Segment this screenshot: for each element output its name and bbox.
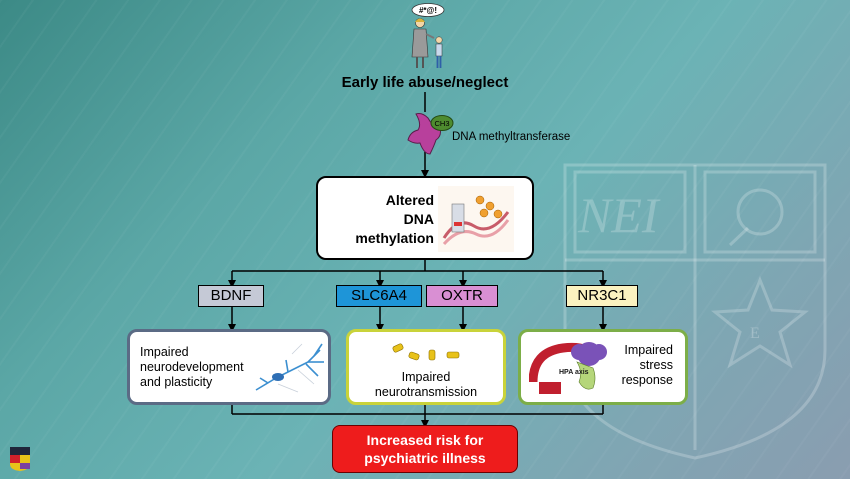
gene-slc6a4: SLC6A4	[336, 285, 422, 307]
neurodevelopment-text: Impaired neurodevelopment and plasticity	[140, 345, 244, 389]
gene-nr3c1: NR3C1	[566, 285, 638, 307]
nei-watermark: NEI E	[563, 163, 827, 460]
outcome-stress-response: HPA axis Impaired stress response	[518, 329, 688, 405]
crest-logo	[10, 447, 30, 471]
hpa-axis-label: HPA axis	[559, 369, 589, 376]
speech-bubble	[411, 3, 445, 17]
gene-bdnf: BDNF	[198, 285, 264, 307]
page-title: Early life abuse/neglect	[341, 74, 509, 91]
methyl-group-label: CH3	[434, 119, 449, 128]
speech-text: #*@!	[419, 6, 437, 15]
outcome-neurodevelopment: Impaired neurodevelopment and plasticity	[127, 329, 331, 405]
dna-methylation-icon	[438, 186, 514, 252]
watermark-text: NEI	[577, 187, 661, 243]
adult-child-illustration: #*@!	[411, 3, 445, 68]
psychiatric-risk-box: Increased risk for psychiatric illness	[332, 425, 518, 473]
dnmt-label: DNA methyltransferase	[452, 131, 571, 143]
enzyme-icon: CH3	[407, 113, 454, 155]
hpa-axis-icon: HPA axis	[529, 342, 607, 394]
neuron-icon	[255, 343, 324, 393]
methyl-group-icon	[430, 115, 454, 131]
svg-text:E: E	[750, 325, 760, 342]
stress-response-text: Impaired stress response	[621, 343, 673, 387]
altered-methylation-text: Altered DNA methylation	[355, 192, 434, 246]
outcome-neurotransmission: Impaired neurotransmission	[346, 329, 506, 405]
altered-methylation-box: Altered DNA methylation	[316, 176, 534, 260]
neurotransmitter-icon	[392, 343, 460, 361]
neurotransmission-text: Impaired neurotransmission	[374, 370, 478, 399]
gene-oxtr: OXTR	[426, 285, 498, 307]
